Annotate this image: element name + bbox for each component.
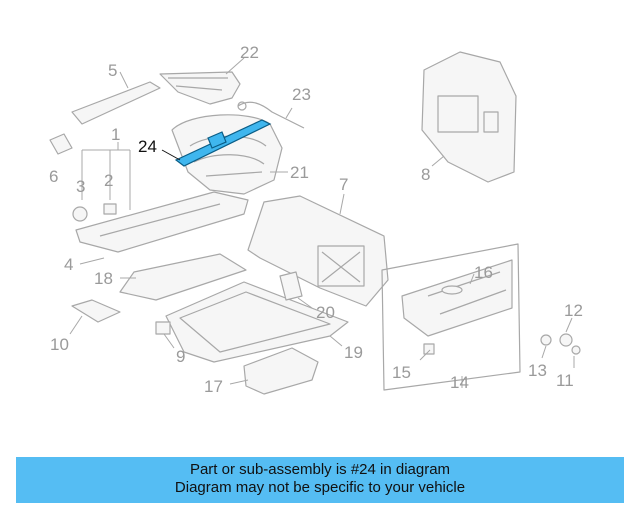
callout-23: 23	[292, 85, 311, 104]
callout-17: 17	[204, 377, 223, 396]
callout-14: 14	[450, 373, 469, 392]
callout-16: 16	[474, 263, 493, 282]
callout-12: 12	[564, 301, 583, 320]
callout-2: 2	[104, 171, 113, 190]
part-7-side-trim	[247, 193, 389, 307]
callout-18: 18	[94, 269, 113, 288]
part-20-clip	[279, 271, 313, 309]
callout-13: 13	[528, 361, 547, 380]
part-9-clip	[155, 321, 175, 349]
part-6-clip	[49, 133, 73, 155]
callout-3: 3	[76, 177, 85, 196]
part-14-sill-board	[381, 243, 521, 391]
part-8-quarter-panel	[421, 51, 517, 183]
parts-11-13-fasteners	[540, 317, 581, 368]
callout-10: 10	[50, 335, 69, 354]
info-banner: Part or sub-assembly is #24 in diagram D…	[16, 457, 624, 503]
part-10-trim	[69, 299, 121, 335]
callout-5: 5	[108, 61, 117, 80]
part-17-bin	[229, 347, 319, 395]
callout-22: 22	[240, 43, 259, 62]
callout-7: 7	[339, 175, 348, 194]
callout-8: 8	[421, 165, 430, 184]
part-1-group	[72, 142, 131, 222]
part-18-mat	[119, 253, 247, 301]
part-23-rod	[237, 101, 305, 129]
part-19-carpet	[165, 281, 349, 363]
callout-1: 1	[111, 125, 120, 144]
callout-24: 24	[138, 137, 157, 156]
callout-15: 15	[392, 363, 411, 382]
callout-19: 19	[344, 343, 363, 362]
callout-21: 21	[290, 163, 309, 182]
part-21-tray	[171, 114, 288, 195]
callout-4: 4	[64, 255, 73, 274]
part-5-cover	[71, 71, 161, 125]
exploded-parts-diagram: 1 2 3 4 5 6 7 8 9 10 11 12 13 14 15 16 1…	[49, 43, 583, 396]
part-24-strap	[161, 119, 272, 167]
part-4-shelf	[75, 191, 249, 265]
banner-line-1: Part or sub-assembly is #24 in diagram	[189, 461, 451, 478]
callout-20: 20	[316, 303, 335, 322]
part-22-jack	[159, 57, 245, 105]
callout-9: 9	[176, 347, 185, 366]
banner-line-2: Diagram may not be specific to your vehi…	[174, 479, 466, 496]
callout-6: 6	[49, 167, 58, 186]
callout-11: 11	[556, 371, 574, 390]
